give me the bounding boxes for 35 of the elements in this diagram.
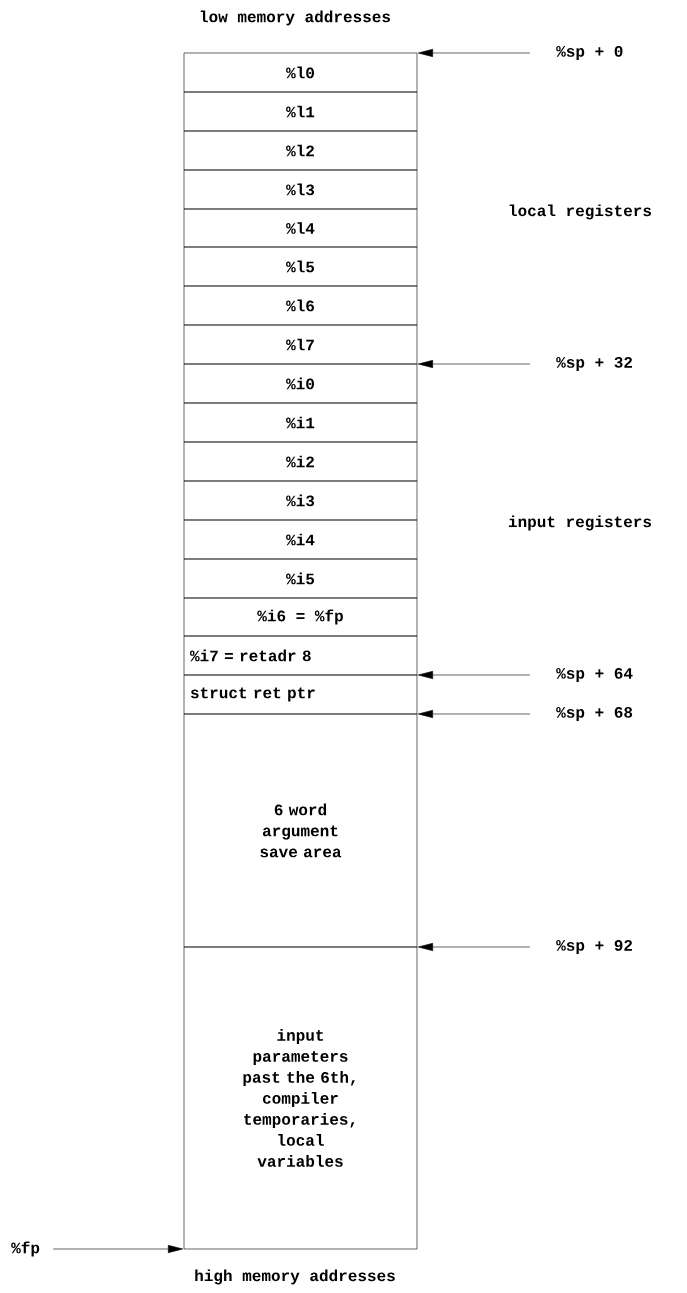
memory-cell: %l4 — [183, 208, 418, 248]
memory-cell: %i3 — [183, 480, 418, 521]
memory-cell: %l2 — [183, 130, 418, 171]
memory-cell: %i6 = %fp — [183, 597, 418, 637]
pointer-label: %sp + 0 — [556, 46, 623, 60]
memory-cell: %l1 — [183, 91, 418, 132]
arrow — [417, 49, 531, 57]
memory-cell: %l0 — [183, 52, 418, 93]
memory-cell: %l7 — [183, 324, 418, 365]
pointer-label: %sp + 68 — [556, 707, 633, 721]
arrow — [417, 710, 531, 718]
pointer-label: %fp — [11, 1241, 40, 1257]
annotation-label: local registers — [509, 204, 651, 220]
memory-cell: %i7 = retadr 8 — [183, 635, 418, 676]
memory-cell: %i2 — [183, 441, 418, 482]
pointer-label: %sp + 32 — [556, 357, 633, 371]
memory-cell: struct ret ptr — [183, 674, 418, 715]
arrow — [417, 671, 531, 679]
memory-cell: 6 word argument save area — [183, 713, 418, 948]
annotation-label: high memory addresses — [195, 1269, 395, 1285]
pointer-label: %sp + 92 — [556, 940, 633, 954]
annotation-label: low memory addresses — [200, 10, 390, 26]
arrow — [417, 360, 531, 368]
pointer-label: %sp + 64 — [556, 668, 633, 682]
annotation-label: input registers — [508, 515, 651, 531]
memory-cell: %l3 — [183, 169, 418, 210]
arrow — [52, 1245, 184, 1253]
memory-cell: %i5 — [183, 558, 418, 599]
memory-cell: %i4 — [183, 519, 418, 560]
memory-cell: %i0 — [183, 363, 418, 404]
memory-cell: input parameters past the 6th, compiler temporaries, local variables — [183, 946, 418, 1250]
memory-cell: %l5 — [183, 246, 418, 287]
memory-cell: %i1 — [183, 402, 418, 443]
arrow — [417, 943, 531, 951]
memory-cell: %l6 — [183, 285, 418, 326]
